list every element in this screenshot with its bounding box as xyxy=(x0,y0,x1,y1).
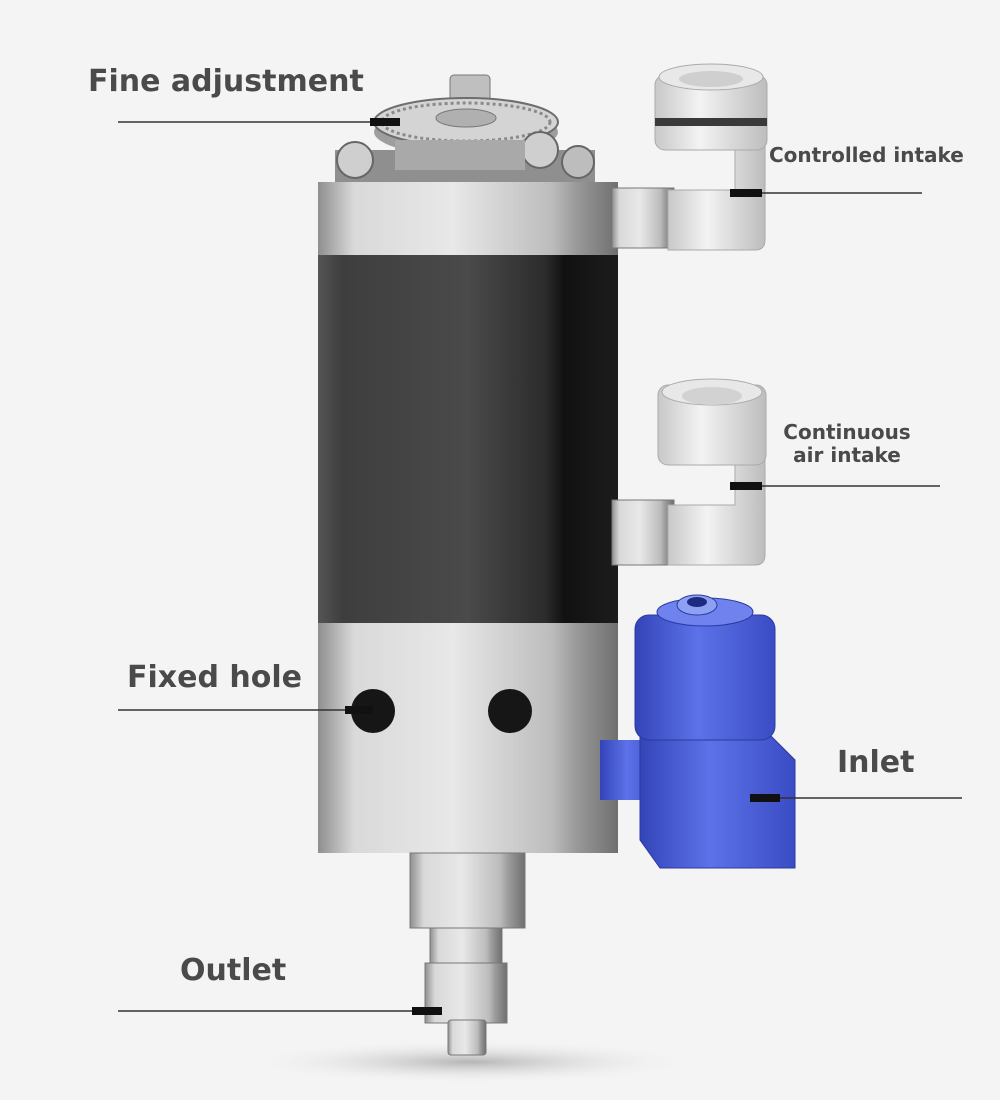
inlet-fitting xyxy=(600,594,796,869)
black-body xyxy=(318,255,618,625)
marker-controlled-intake xyxy=(730,189,762,197)
label-continuous-air-intake-line1: Continuous xyxy=(783,420,911,444)
marker-outlet xyxy=(412,1007,442,1015)
marker-continuous-air-intake xyxy=(730,482,762,490)
leader-lines xyxy=(118,121,962,1012)
lower-steel-block xyxy=(318,623,618,853)
label-fine-adjustment: Fine adjustment xyxy=(88,64,364,99)
continuous-air-intake-fitting xyxy=(611,378,767,566)
fixed-hole-right xyxy=(488,689,532,733)
marker-fixed-hole xyxy=(345,706,373,714)
label-inlet: Inlet xyxy=(837,745,915,780)
label-fixed-hole: Fixed hole xyxy=(127,660,302,695)
label-continuous-air-intake-line2: air intake xyxy=(793,443,901,467)
outlet-nozzle xyxy=(409,852,526,1056)
floor-shadow xyxy=(240,1040,700,1084)
marker-inlet xyxy=(750,794,780,802)
controlled-intake-fitting xyxy=(611,63,768,251)
upper-steel-block xyxy=(318,182,618,257)
label-outlet: Outlet xyxy=(180,953,287,988)
label-continuous-air-intake: Continuous air intake xyxy=(778,421,916,467)
marker-fine-adjustment xyxy=(370,118,400,126)
leader-markers xyxy=(345,118,780,1015)
top-cap xyxy=(335,131,595,185)
label-controlled-intake: Controlled intake xyxy=(769,143,964,167)
